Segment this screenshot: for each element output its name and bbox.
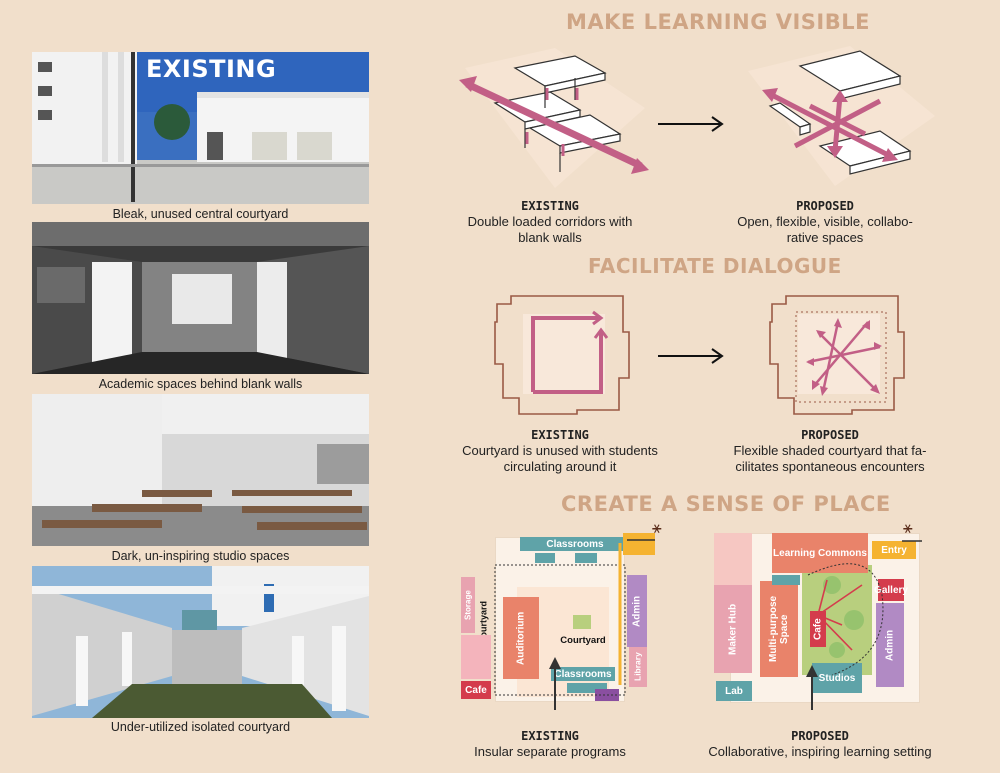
existing-overlay-label: EXISTING [146,55,277,83]
place-proposed-label: PROPOSED Collaborative, inspiring learni… [708,729,932,759]
studios-block: Studios [812,663,862,693]
person-icon: ⚹ [903,520,913,537]
cafe-block: Cafe [461,681,491,699]
arrow-right-icon [658,116,724,132]
place-existing-label: EXISTING Insular separate programs [474,729,626,759]
photo-caption: Under-utilized isolated courtyard [110,720,291,734]
classrooms-top-block: Classrooms [520,537,630,551]
courtyard-green-square [573,615,591,629]
entry-block: Entry [872,541,916,559]
diagram-dialogue-proposed [769,295,905,415]
photo-academic-corridor [32,222,369,374]
person-icon: ⚹ [652,520,662,537]
photo-caption: Dark, un-inspiring studio spaces [111,549,290,563]
section-title-visible: MAKE LEARNING VISIBLE [566,10,870,34]
section-title-place: CREATE A SENSE OF PLACE [561,492,891,516]
photo-caption: Bleak, unused central courtyard [112,207,289,221]
photo-caption: Academic spaces behind blank walls [98,377,303,391]
plan-existing: Classrooms Storage Courtyard Auditorium … [455,525,655,710]
diagram-visible-proposed [748,46,935,186]
dialogue-proposed-label: PROPOSED Flexible shaded courtyard that … [733,428,927,474]
photo-studio-space [32,394,369,546]
lab-block: Lab [716,681,752,701]
visible-existing-label: EXISTING Double loaded corridors with bl… [467,199,633,245]
dialogue-existing-label: EXISTING Courtyard is unused with studen… [462,428,658,474]
diagram-dialogue-existing [494,295,630,415]
gallery-block: Gallery [874,579,908,601]
courtyard-label: Courtyard [560,634,606,646]
photo-isolated-courtyard [32,566,369,718]
arrow-right-icon [658,348,724,364]
section-title-dialogue: FACILITATE DIALOGUE [588,254,842,278]
photo-central-courtyard: EXISTING [32,52,369,204]
diagram-visible-existing [459,48,649,188]
visible-proposed-label: PROPOSED Open, flexible, visible, collab… [737,199,913,245]
classrooms-bottom-block: Classrooms [551,667,615,681]
plan-proposed: Learning Commons Entry Gallery Maker Hub… [712,525,922,710]
learning-commons-block: Learning Commons [772,533,868,573]
